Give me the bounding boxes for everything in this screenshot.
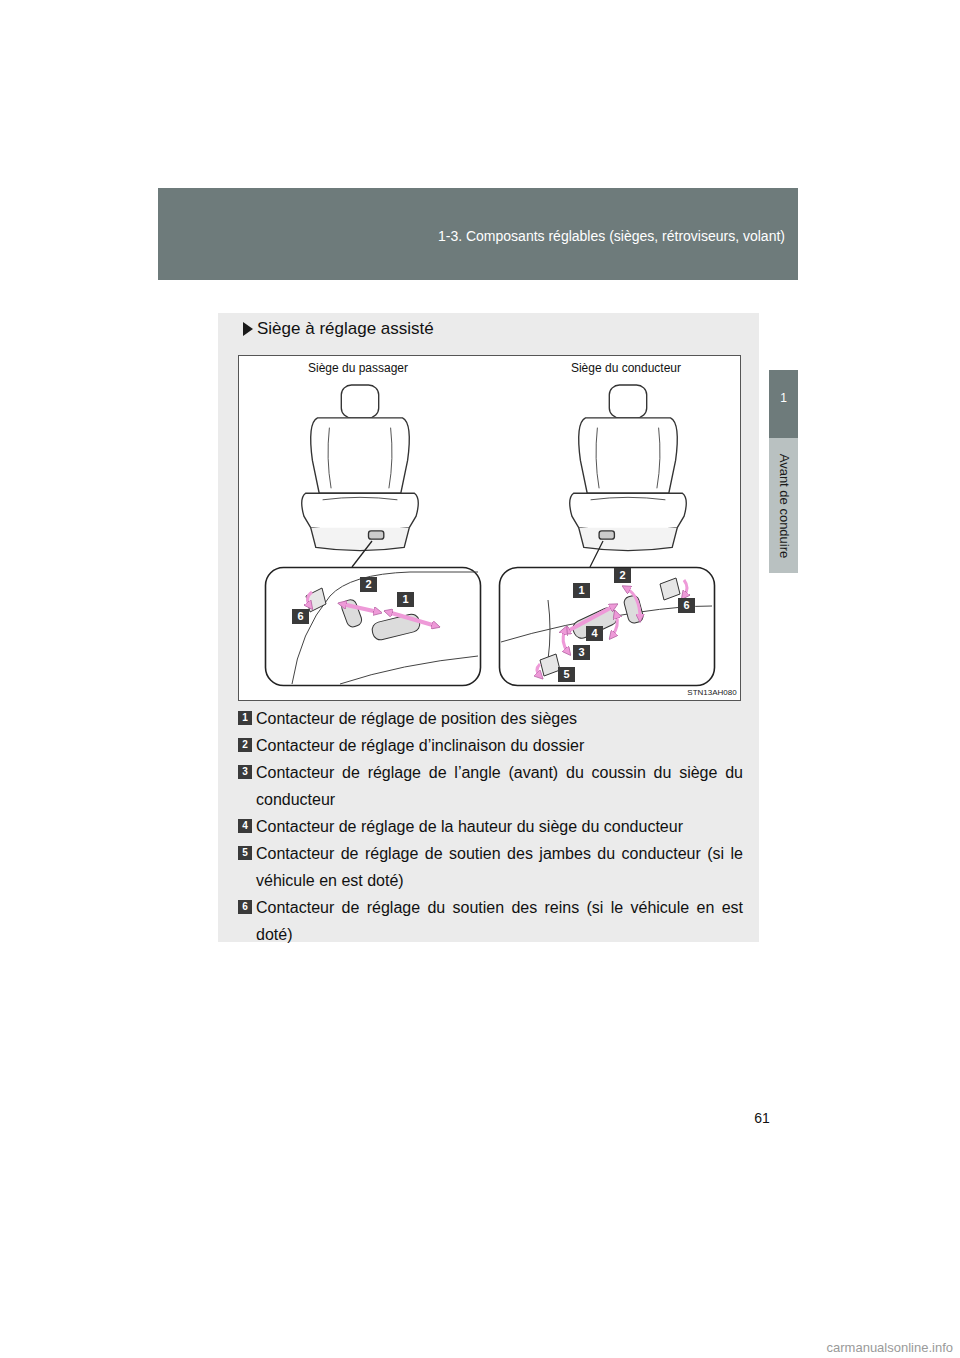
callout-text: 2	[360, 577, 377, 592]
watermark: carmanualsonline.info	[827, 1340, 953, 1355]
list-badge: 1Contacteur de réglage de position des s…	[238, 711, 252, 725]
callout-text: 1	[397, 592, 414, 607]
figure-code: STN13AH080	[687, 688, 736, 697]
page-number: 61	[754, 1110, 770, 1126]
callout-number: 6	[678, 598, 695, 613]
item-description: Contacteur de réglage de position des si…	[256, 705, 743, 732]
callout-text: 1	[573, 583, 590, 598]
leader-line	[590, 541, 603, 567]
list-badge: 4Contacteur de réglage de la hauteur du …	[238, 819, 252, 833]
chapter-number: 1	[769, 391, 798, 405]
callout-text: 6	[678, 598, 695, 613]
content-panel: Siège à réglage assisté2162164351Contact…	[218, 313, 759, 942]
item-description: Contacteur de réglage de l’angle (avant)…	[256, 759, 743, 813]
list-badge: 2Contacteur de réglage d’inclinaison du …	[238, 738, 252, 752]
list-badge: 5Contacteur de réglage de soutien des ja…	[238, 846, 252, 860]
callout-number: 2	[614, 568, 631, 583]
callout-text: 4	[586, 626, 603, 641]
driver-seat	[570, 385, 687, 551]
callout-text: 6	[292, 609, 309, 624]
item-description: Contacteur de réglage du soutien des rei…	[256, 894, 743, 948]
figure-caption: Siège du conducteur	[571, 361, 681, 375]
panel-heading: Siège à réglage assisté	[257, 319, 434, 339]
callout-text: 3	[573, 645, 590, 660]
item-number: 5	[238, 846, 252, 860]
list-badge: 6Contacteur de réglage du soutien des re…	[238, 900, 252, 914]
item-number: 2	[238, 738, 252, 752]
item-number: 3	[238, 765, 252, 779]
chapter-strip: Avant de conduire	[769, 438, 798, 573]
callout-number: 6	[292, 609, 309, 624]
callout-number: 2	[360, 577, 377, 592]
callout-text: 2	[614, 568, 631, 583]
callout-text: 5	[558, 667, 575, 682]
leader-line	[352, 541, 372, 567]
item-number: 4	[238, 819, 252, 833]
passenger-seat	[302, 385, 419, 551]
item-description: Contacteur de réglage de la hauteur du s…	[256, 813, 743, 840]
item-number: 1	[238, 711, 252, 725]
chapter-title: Avant de conduire	[776, 453, 791, 558]
callout-number: 1	[397, 592, 414, 607]
list-badge: 3Contacteur de réglage de l’angle (avant…	[238, 765, 252, 779]
callout-number: 3	[573, 645, 590, 660]
callout-number: 5	[558, 667, 575, 682]
figure-frame	[239, 356, 741, 701]
callout-number: 4	[586, 626, 603, 641]
item-description: Contacteur de réglage d’inclinaison du d…	[256, 732, 743, 759]
driver-inset	[500, 568, 715, 686]
item-number: 6	[238, 900, 252, 914]
heading-bullet	[243, 322, 253, 336]
header-text: 1-3. Composants réglables (sièges, rétro…	[438, 228, 785, 244]
chapter-tab: 1	[769, 370, 798, 438]
section-header-band: 1-3. Composants réglables (sièges, rétro…	[158, 188, 798, 280]
item-description: Contacteur de réglage de soutien des jam…	[256, 840, 743, 894]
callout-number: 1	[573, 583, 590, 598]
figure-caption: Siège du passager	[308, 361, 408, 375]
passenger-inset	[266, 568, 481, 686]
